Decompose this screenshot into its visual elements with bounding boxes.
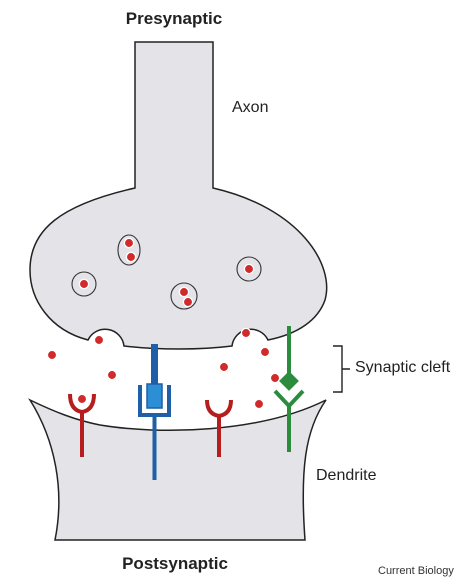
neurotransmitters [46, 237, 281, 410]
vesicle [170, 282, 198, 310]
neurotransmitter [253, 398, 265, 410]
credit-label: Current Biology [378, 565, 454, 577]
receptor-red-right [205, 399, 233, 457]
neurotransmitter [78, 278, 90, 290]
vesicle [117, 234, 141, 266]
receptor-blue [138, 344, 171, 480]
neurotransmitter [123, 237, 135, 249]
vesicle [71, 271, 97, 297]
neurotransmitter [182, 296, 194, 308]
receptor-green [273, 326, 305, 452]
vesicle [236, 256, 262, 282]
presynaptic-label: Presynaptic [125, 9, 223, 28]
receptor-red-left [68, 393, 96, 457]
neurotransmitter [93, 334, 105, 346]
dendrite-label: Dendrite [316, 467, 377, 484]
neurotransmitter [240, 327, 252, 339]
neurotransmitter [46, 349, 58, 361]
neurotransmitter [243, 263, 255, 275]
postsynaptic-label: Postsynaptic [122, 554, 228, 573]
neurotransmitter [178, 286, 190, 298]
neurotransmitter [125, 251, 137, 263]
synaptic-cleft-label: Synaptic cleft [355, 359, 451, 376]
neurotransmitter [76, 393, 88, 405]
vesicles [71, 234, 262, 310]
synaptic-cleft-bracket [333, 345, 350, 393]
neurotransmitter [259, 346, 271, 358]
neurotransmitter [269, 372, 281, 384]
neurotransmitter [218, 361, 230, 373]
axon-label: Axon [232, 99, 269, 116]
neurotransmitter [106, 369, 118, 381]
postsynaptic-dendrite [27, 398, 327, 541]
presynaptic-terminal [29, 41, 328, 350]
